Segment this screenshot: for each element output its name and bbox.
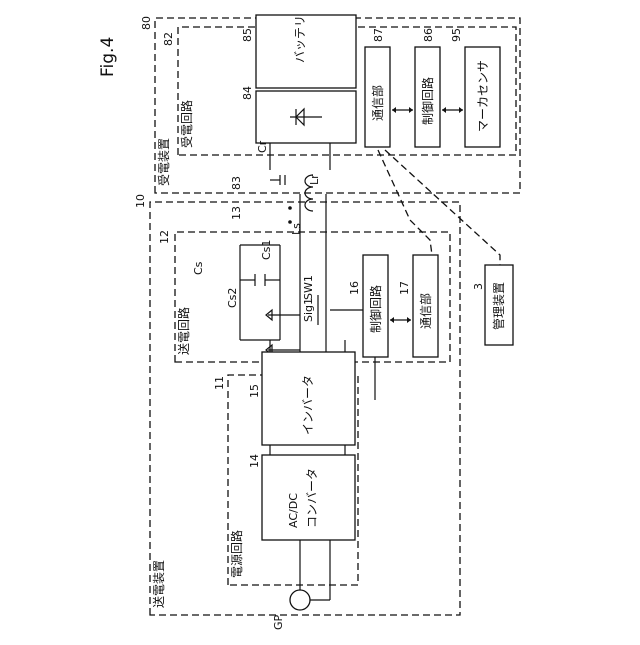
cs2-label: Cs2 [226,288,239,308]
wireless-links [378,150,500,265]
marker-sensor-label: マーカセンサ [476,60,490,132]
marker-sensor-number: 95 [450,28,463,42]
figure-title: Fig.4 [98,37,118,77]
ls-label: Ls [290,223,303,235]
acdc-number: 14 [248,454,261,468]
switch-transistors-icon [266,310,300,355]
send-coil-number: 13 [230,206,243,220]
send-comm-number: 17 [398,281,411,295]
recv-control-number: 86 [422,28,435,42]
sw1-label: SW1 [302,275,315,300]
acdc-line1: AC/DC [287,493,300,528]
management-label: 管理装置 [491,282,506,330]
sending-device-label: 送電装置 [151,560,166,608]
inverter-number: 15 [248,384,261,398]
recv-comm-label: 通信部 [370,85,385,121]
send-control-label: 制御回路 [368,285,383,333]
source-label: GP [272,614,285,630]
sig1-label: Sig1 [302,298,315,322]
management-number: 3 [472,283,485,290]
battery-number: 85 [241,28,254,42]
recv-control-label: 制御回路 [420,77,435,125]
receiving-circuit-label: 受電回路 [179,100,194,148]
send-control-number: 16 [348,281,361,295]
cs1-label: Cs1 [260,240,273,260]
lr-label: Lr [308,174,321,185]
receiving-circuit-number: 82 [162,32,175,46]
receiving-device-number: 80 [140,16,153,30]
power-circuit-number: 11 [213,376,226,390]
ac-source-icon [290,590,310,610]
battery-label: バッテリ [293,15,307,63]
cs-label: Cs [192,261,205,275]
sending-circuit-label: 送電回路 [176,307,191,355]
rectifier-number: 84 [241,86,254,100]
coil-pair [288,175,326,370]
acdc-line2: コンバータ [305,468,319,528]
send-comm-label: 通信部 [418,293,433,329]
inverter-label: インバータ [301,375,315,435]
power-circuit-label: 電源回路 [229,530,244,578]
sending-device-number: 10 [134,194,147,208]
cr-label: Cr [256,140,269,153]
recv-coil-number: 83 [230,176,243,190]
sending-circuit-number: 12 [158,230,171,244]
receiving-device-label: 受電装置 [157,138,171,186]
recv-comm-number: 87 [372,28,385,42]
